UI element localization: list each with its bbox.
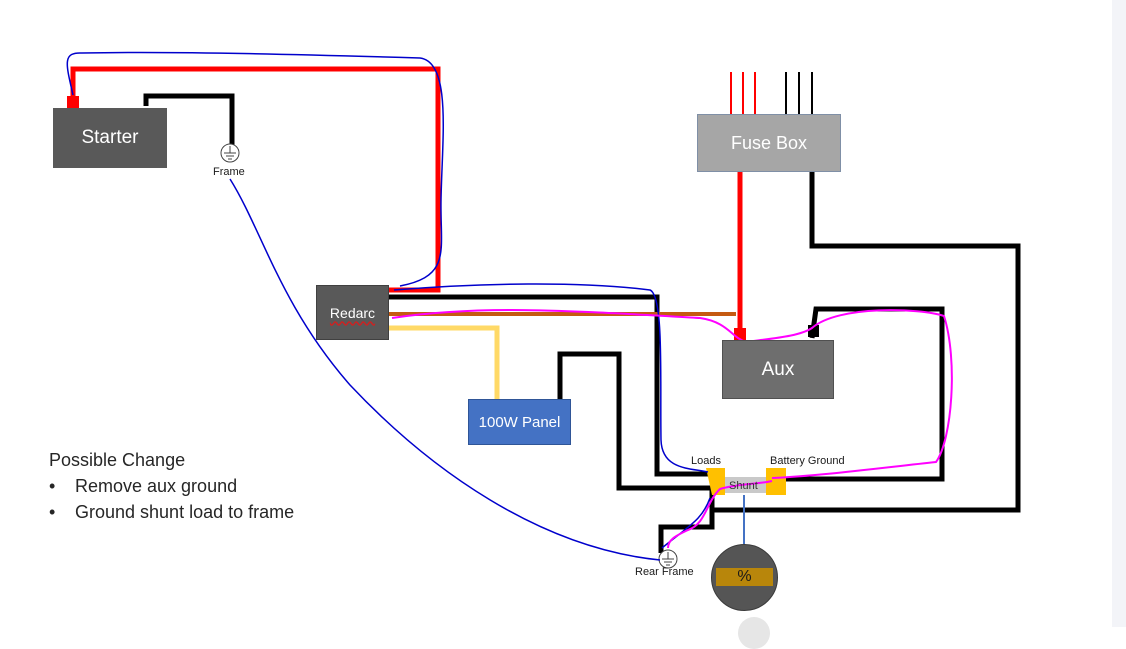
aux-battery: Aux [722, 340, 834, 399]
starter-positive-wire [70, 66, 441, 293]
redarc-label: Redarc [329, 304, 376, 321]
starter-ground-wire [143, 93, 235, 145]
meter-percent-label: % [737, 568, 752, 585]
meter-knob [738, 617, 770, 649]
starter-battery: Starter [53, 108, 167, 168]
loads-label: Loads [691, 455, 721, 467]
redarc-ground-wire [389, 294, 712, 477]
shunt-loads-terminal [706, 468, 725, 495]
notes-heading: Possible Change [49, 450, 186, 470]
meter-display: % [716, 568, 773, 586]
ground-symbol-icon [220, 143, 240, 163]
ground-wires [143, 72, 1021, 553]
notes-panel: Possible Change Remove aux ground Ground… [49, 447, 294, 525]
notes-item: Remove aux ground [49, 473, 294, 499]
frame-to-rear-frame-blue-path [229, 178, 661, 561]
battery-ground-label: Battery Ground [770, 455, 845, 467]
frame-label: Frame [213, 166, 245, 178]
fuse-box: Fuse Box [697, 114, 841, 172]
fuse-box-label: Fuse Box [730, 132, 808, 153]
ground-symbol-icon [658, 549, 678, 569]
shunt-label: Shunt [729, 480, 758, 492]
solar-panel-label: 100W Panel [478, 413, 561, 431]
notes-list: Remove aux ground Ground shunt load to f… [49, 473, 294, 525]
highlight-wires [391, 309, 953, 549]
positive-wires [70, 66, 756, 338]
proposed-ground-wires [66, 51, 711, 561]
scrollbar-track[interactable] [1112, 0, 1126, 627]
aux-ground-terminal [808, 325, 819, 337]
starter-to-redarc-blue-path [66, 51, 444, 287]
redarc-to-shunt-blue-path [393, 283, 709, 473]
rear-frame-to-shunt-blue-path [661, 497, 711, 549]
highlight-path-top [391, 309, 953, 479]
wiring-layer [66, 51, 1021, 569]
shunt-battery-terminal [766, 468, 786, 495]
notes-item: Ground shunt load to frame [49, 499, 294, 525]
redarc-charger: Redarc [316, 285, 389, 340]
starter-label: Starter [81, 127, 139, 148]
rear-frame-label: Rear Frame [635, 566, 694, 578]
battery-meter: % [711, 544, 778, 611]
panel-ground-wire [557, 351, 712, 491]
starter-positive-terminal [67, 96, 79, 108]
solar-wire [389, 325, 500, 399]
solar-panel: 100W Panel [468, 399, 571, 445]
highlight-path-bottom [667, 480, 773, 549]
rear-frame-ground-wire [658, 497, 715, 553]
aux-ground-wire [784, 306, 945, 482]
aux-label: Aux [761, 358, 795, 380]
